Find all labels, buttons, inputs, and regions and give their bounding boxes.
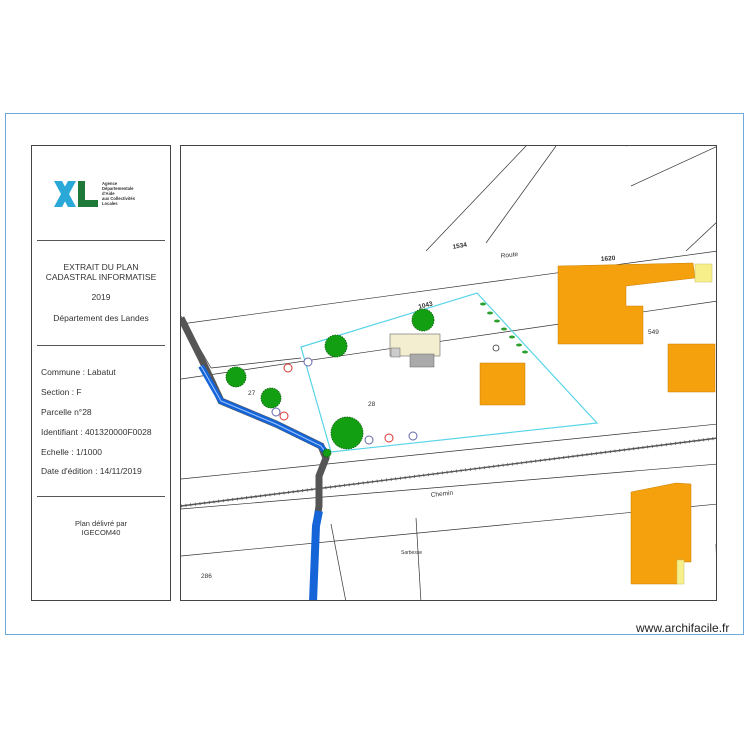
agency-name-line: Agence xyxy=(102,181,118,186)
cadastral-map[interactable]: Route Chemin Sarbesse 27 28 286 549 1534… xyxy=(180,145,717,601)
road-label: Route xyxy=(500,251,518,260)
document-title-line1: EXTRAIT DU PLAN xyxy=(63,262,139,272)
address-number-1043: 1043 xyxy=(418,300,434,311)
road-boundaries xyxy=(181,146,716,600)
rail-line xyxy=(181,436,716,508)
identifiant-field: Identifiant : 401320000F0028 xyxy=(41,427,152,437)
map-canvas: Route Chemin Sarbesse 27 28 286 549 1534… xyxy=(181,146,716,600)
parcel-286-label: 286 xyxy=(201,573,212,580)
chemin-label: Chemin xyxy=(430,490,453,499)
hedge-dots xyxy=(480,302,528,354)
agency-name-line: Départementale xyxy=(102,186,134,191)
commune-field: Commune : Labatut xyxy=(41,367,116,377)
issuer-line2: IGECOM40 xyxy=(81,528,121,537)
parcelle-field: Parcelle n°28 xyxy=(41,407,92,417)
address-number-1620: 1620 xyxy=(601,255,616,263)
trees xyxy=(225,308,435,458)
document-year: 2019 xyxy=(91,292,111,302)
issuer-line1: Plan délivré par xyxy=(74,519,128,528)
agency-name-line: aux Collectivités xyxy=(102,196,136,201)
stream xyxy=(181,316,330,600)
locality-label: Sarbesse xyxy=(401,550,422,556)
agency-name-line: Locales xyxy=(102,201,118,206)
info-panel: Agence Départementale d'Aide aux Collect… xyxy=(31,145,171,601)
echelle-field: Echelle : 1/1000 xyxy=(41,447,102,457)
department-name: Département des Landes xyxy=(53,313,149,323)
xl-logo-icon xyxy=(54,181,98,207)
address-number-1534: 1534 xyxy=(452,241,468,250)
document-title-line2: CADASTRAL INFORMATISE xyxy=(45,272,157,282)
shrubs xyxy=(271,344,500,445)
divider xyxy=(37,496,165,497)
divider xyxy=(37,345,165,346)
agency-logo: Agence Départementale d'Aide aux Collect… xyxy=(52,179,162,209)
parcel-549-label: 549 xyxy=(648,329,659,336)
watermark: www.archifacile.fr xyxy=(636,621,730,635)
date-field: Date d'édition : 14/11/2019 xyxy=(41,466,142,476)
agency-name-line: d'Aide xyxy=(102,191,115,196)
parcel-28-label: 28 xyxy=(368,401,376,408)
divider xyxy=(37,240,165,241)
agency-name: Agence Départementale d'Aide aux Collect… xyxy=(102,181,135,206)
parcel-27-label: 27 xyxy=(248,390,256,397)
buildings xyxy=(389,262,716,585)
section-field: Section : F xyxy=(41,387,82,397)
